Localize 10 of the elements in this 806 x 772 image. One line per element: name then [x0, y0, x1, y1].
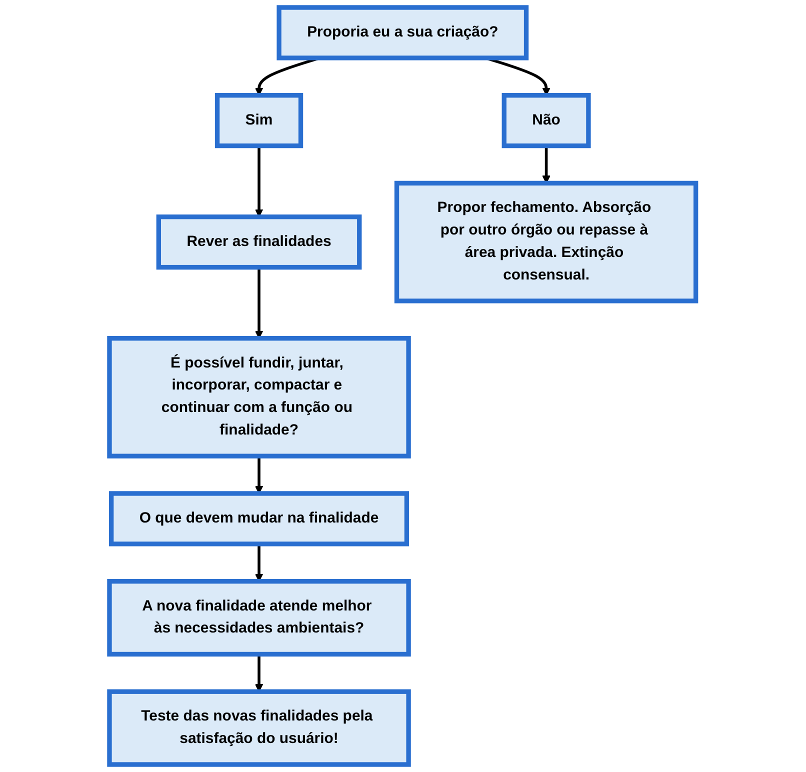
- node-box: Sim: [215, 93, 304, 148]
- node-box: Propor fechamento. Absorção por outro órgão ou repasse à área privada. Extinção consensual.: [394, 180, 699, 304]
- node-box: Teste das novas finalidades pela satisfação do usuário!: [107, 689, 412, 767]
- node-box: Proporia eu a sua criação?: [277, 5, 529, 60]
- node-box: É possível fundir, juntar, incorporar, compactar e continuar com a função ou finalidade?: [107, 336, 412, 458]
- node-box: Não: [502, 93, 592, 148]
- node-box: A nova finalidade atende melhor às necessidades ambientais?: [107, 578, 412, 657]
- node-box: O que devem mudar na finalidade: [109, 491, 410, 546]
- node-box: Rever as finalidades: [156, 214, 362, 270]
- arrow: [255, 654, 264, 692]
